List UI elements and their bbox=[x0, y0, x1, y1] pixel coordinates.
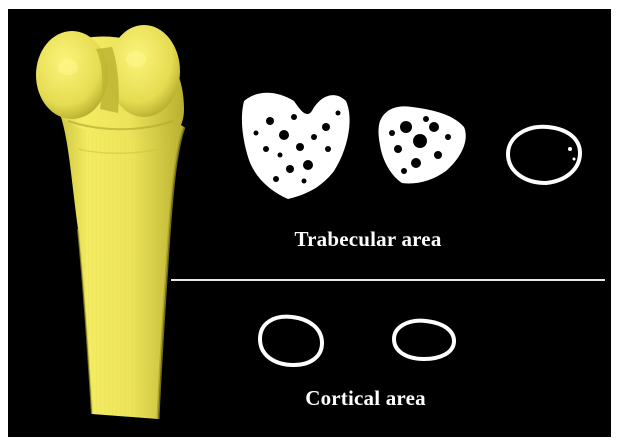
bone-3d-model bbox=[36, 25, 184, 419]
bone-condyle-left bbox=[36, 31, 108, 119]
cortical-area-label: Cortical area bbox=[258, 386, 473, 411]
bone-condyle-right bbox=[108, 25, 180, 117]
trabecular-section-3 bbox=[508, 127, 580, 183]
cortical-section-1 bbox=[260, 317, 322, 365]
cortical-section-2 bbox=[394, 321, 454, 359]
trabecular-section-1 bbox=[242, 93, 350, 199]
image-frame: Trabecular area Cortical area bbox=[8, 9, 611, 437]
figure-canvas bbox=[8, 9, 611, 437]
trabecular-area-label: Trabecular area bbox=[248, 227, 488, 252]
section-divider bbox=[171, 279, 605, 281]
trabecular-section-2 bbox=[379, 106, 466, 183]
